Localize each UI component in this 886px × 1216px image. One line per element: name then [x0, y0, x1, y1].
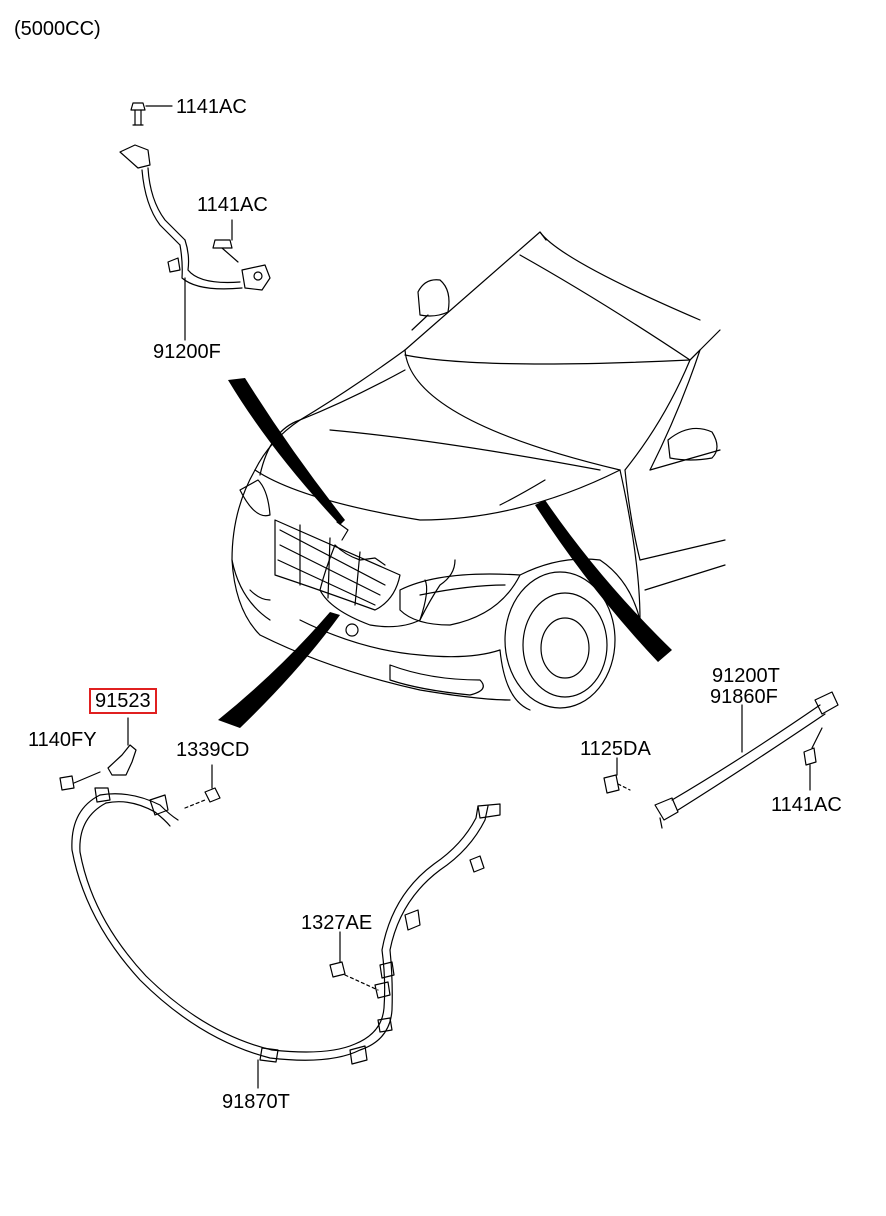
part-label-1140fy: 1140FY: [28, 729, 97, 751]
part-91200f-drawing: [119, 102, 271, 341]
part-label-1141ac-right: 1141AC: [771, 794, 842, 816]
part-label-91523: 91523: [89, 688, 157, 714]
car-illustration: [231, 231, 726, 711]
part-label-1141ac-mid: 1141AC: [197, 194, 268, 216]
part-91870t-drawing: [59, 717, 501, 1089]
part-label-1141ac-top: 1141AC: [176, 96, 247, 118]
part-label-91200f: 91200F: [153, 341, 221, 363]
engine-variant-label: (5000CC): [14, 18, 101, 40]
part-label-91860f: 91860F: [710, 686, 778, 708]
pointer-arrows: [218, 378, 672, 728]
part-label-91870t: 91870T: [222, 1091, 290, 1113]
part-label-91200t: 91200T: [712, 665, 780, 687]
part-91200t-drawing: [603, 691, 839, 829]
part-label-1327ae: 1327AE: [301, 912, 373, 934]
part-label-1339cd: 1339CD: [176, 739, 250, 761]
part-label-1125da: 1125DA: [580, 738, 651, 760]
